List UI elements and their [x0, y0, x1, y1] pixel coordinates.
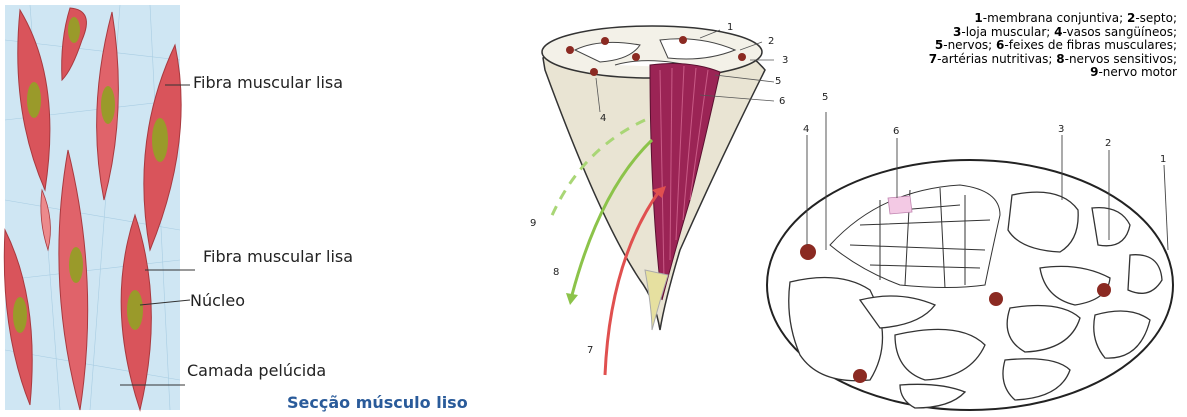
section-number-6: 6: [893, 126, 899, 137]
cone-number-1: 1: [727, 22, 733, 33]
cone-number-9: 9: [530, 218, 536, 229]
cone-number-4: 4: [600, 113, 606, 124]
muscle-fiber-bundle-highlight: [888, 196, 912, 214]
label-pellucid-layer: Camada pelúcida: [187, 361, 326, 380]
cone-number-7: 7: [587, 345, 593, 356]
section-number-1: 1: [1160, 154, 1166, 165]
smooth-muscle-caption: Secção músculo liso: [287, 393, 468, 412]
cone-number-2: 2: [768, 36, 774, 47]
label-nucleus: Núcleo: [190, 291, 245, 310]
section-number-4: 4: [803, 124, 809, 135]
label-fiber-mid: Fibra muscular lisa: [203, 247, 353, 266]
section-number-2: 2: [1105, 138, 1111, 149]
cone-number-8: 8: [553, 267, 559, 278]
muscle-cone-diagram: [542, 26, 774, 375]
legend: 1-membrana conjuntiva; 2-septo; 3-loja m…: [929, 12, 1177, 80]
section-number-3: 3: [1058, 124, 1064, 135]
legend-line: 9-nervo motor: [929, 66, 1177, 80]
label-fiber-top: Fibra muscular lisa: [193, 73, 343, 92]
cone-number-6: 6: [779, 96, 785, 107]
cross-section-diagram: [767, 112, 1173, 410]
legend-line: 3-loja muscular; 4-vasos sangüíneos;: [929, 26, 1177, 40]
legend-line: 5-nervos; 6-feixes de fibras musculares;: [929, 39, 1177, 53]
cone-number-5: 5: [775, 76, 781, 87]
cone-number-3: 3: [782, 55, 788, 66]
section-number-5: 5: [822, 92, 828, 103]
legend-line: 1-membrana conjuntiva; 2-septo;: [929, 12, 1177, 26]
legend-line: 7-artérias nutritivas; 8-nervos sensitiv…: [929, 53, 1177, 67]
